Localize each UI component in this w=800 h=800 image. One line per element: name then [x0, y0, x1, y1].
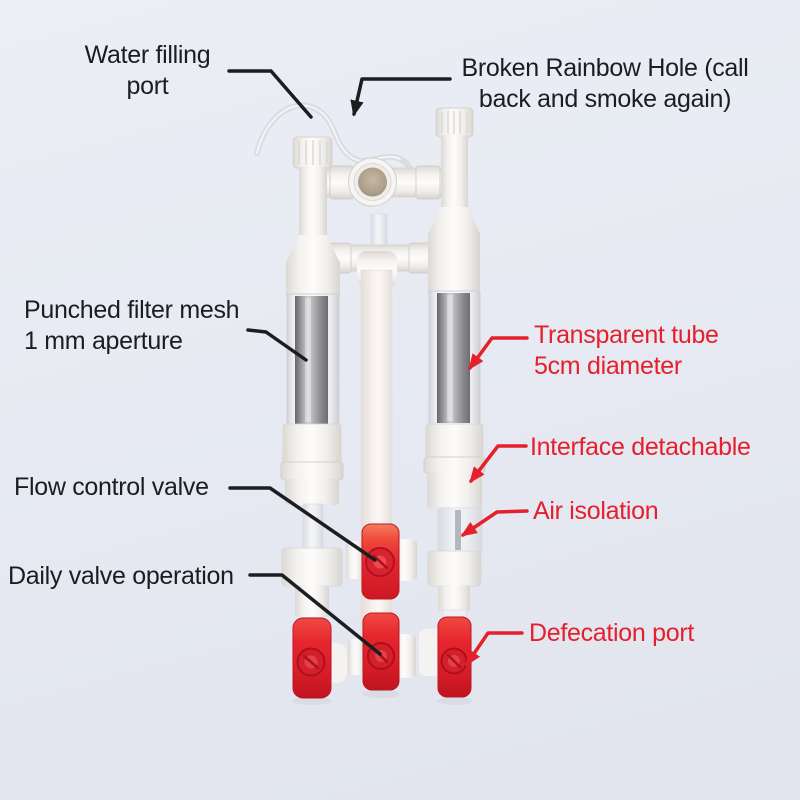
leader-arrow-transparent-tube [468, 336, 529, 371]
left-pipe-neck [299, 167, 327, 237]
label-line: Water filling [84, 41, 211, 69]
air-gap-rod [455, 510, 461, 550]
leader-arrow-interface-detachable [469, 444, 528, 484]
leader-punched-filter-mesh [246, 328, 308, 362]
label-line: Broken Rainbow Hole (call [461, 54, 749, 82]
leader-arrow-broken-rainbow-hole [350, 77, 452, 117]
label-line: Punched filter mesh [24, 296, 240, 324]
filter-mesh-right [437, 293, 470, 423]
top-manifold [313, 157, 457, 207]
filter-mesh-left [295, 296, 328, 424]
label-punched-filter-mesh: Punched filter mesh 1 mm aperture [24, 295, 240, 357]
label-line: back and smoke again) [478, 85, 732, 113]
right-connector [425, 423, 484, 459]
leader-arrow-defecation-port [465, 631, 524, 667]
left-connector [282, 423, 342, 465]
right-glass-tube [428, 290, 481, 426]
pipe-assembly [254, 102, 486, 705]
label-line: Interface detachable [530, 433, 751, 461]
label-line: Defecation port [529, 619, 695, 647]
coupling-ring [408, 242, 431, 274]
left-pipe-cap [292, 136, 333, 169]
right-neck-lower [438, 585, 470, 612]
right-union-cylinder [427, 550, 482, 587]
right-pipe-cap [435, 107, 474, 138]
label-water-filling-port: Water filling port [55, 40, 240, 102]
left-drain-valve [292, 617, 347, 705]
label-line: 5cm diameter [534, 352, 682, 380]
left-pipe-body [286, 261, 340, 296]
label-defecation-port: Defecation port [529, 618, 694, 649]
left-glass-tube [286, 293, 340, 427]
right-clear-tube [437, 507, 483, 553]
label-line: 1 mm aperture [24, 327, 183, 355]
left-union-nut [280, 461, 344, 481]
label-air-isolation: Air isolation [533, 496, 659, 527]
label-interface-detachable: Interface detachable [530, 432, 751, 463]
leader-daily-valve-operation [248, 573, 382, 656]
right-pipe-shoulder [428, 207, 480, 234]
coupling-ring [415, 165, 441, 200]
right-pipe-neck [441, 135, 468, 209]
left-pipe-shoulder [286, 235, 340, 263]
defecation-valve [419, 616, 473, 705]
label-line: port [126, 72, 169, 100]
flow-control-valve [346, 523, 417, 600]
label-broken-rainbow-hole: Broken Rainbow Hole (call back and smoke… [440, 53, 770, 115]
label-line: Daily valve operation [8, 562, 234, 590]
center-column [346, 269, 417, 698]
label-line: Air isolation [533, 497, 659, 525]
connector-tube [370, 213, 388, 249]
leader-flow-control-valve [228, 486, 377, 562]
right-pipe-body [428, 232, 480, 292]
siphon-port-hole [358, 167, 387, 197]
daily-operation-valve [348, 612, 416, 698]
left-column [280, 136, 347, 705]
label-line: Flow control valve [14, 473, 209, 501]
right-union-nut [423, 456, 486, 474]
left-lower-cylinder [285, 479, 339, 505]
leader-lines [227, 69, 529, 667]
label-line: Transparent tube [534, 321, 719, 349]
leader-water-filling-port [227, 69, 313, 119]
leader-arrow-air-isolation [460, 509, 529, 537]
label-daily-valve-operation: Daily valve operation [8, 561, 234, 592]
label-transparent-tube: Transparent tube 5cm diameter [534, 320, 719, 382]
right-lower-cylinder [427, 472, 482, 509]
label-flow-control-valve: Flow control valve [14, 472, 209, 503]
right-column [419, 107, 486, 705]
